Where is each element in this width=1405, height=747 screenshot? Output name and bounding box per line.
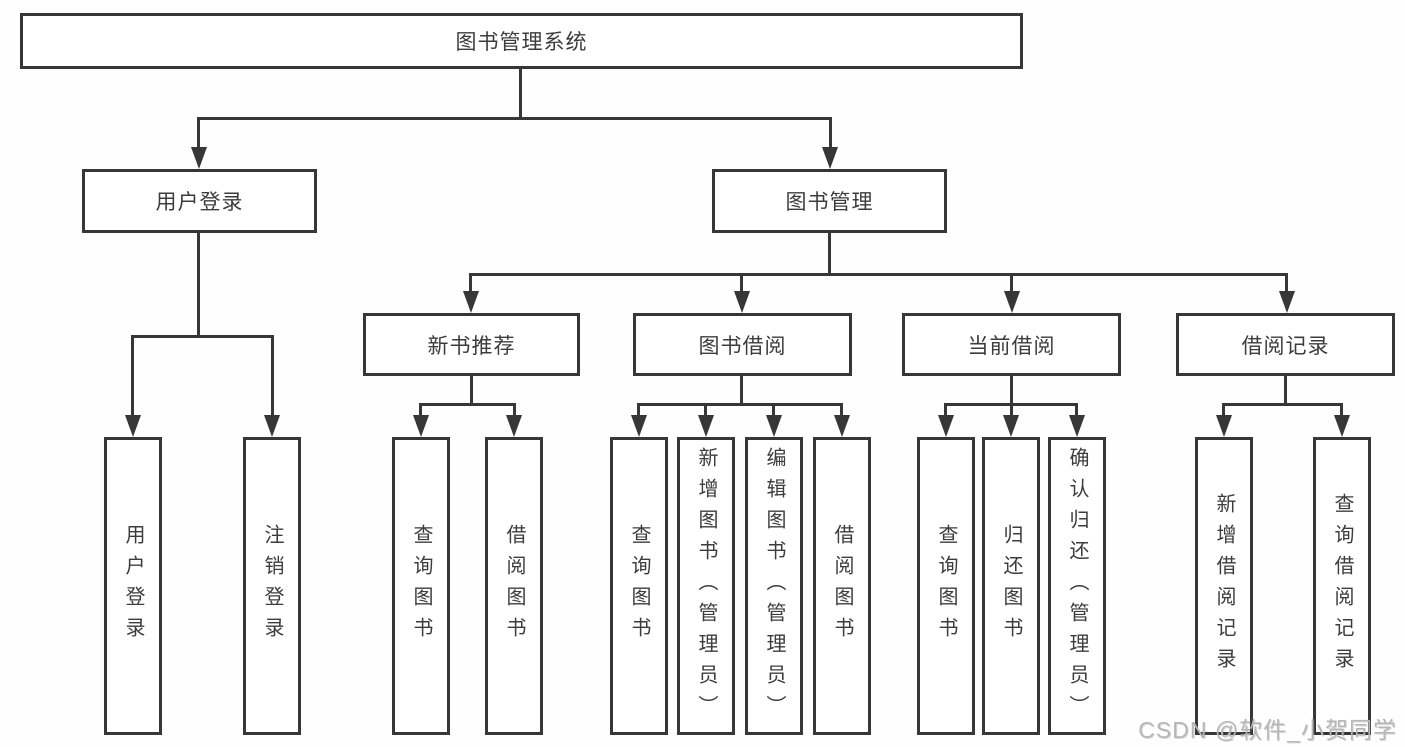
connector-line (704, 403, 707, 421)
node-label: 查询图书 (628, 524, 650, 648)
arrow-down-icon (1003, 415, 1019, 437)
node-logout: 注销登录 (243, 437, 301, 735)
node-label: 查询借阅记录 (1331, 493, 1353, 679)
connector-line (131, 335, 134, 420)
connector-line (829, 117, 832, 152)
node-label: 确认归还（管理员） (1066, 446, 1088, 726)
connector-line (197, 231, 200, 337)
connector-line (772, 403, 775, 421)
node-label: 当前借阅 (967, 334, 1056, 358)
connector-line (470, 374, 473, 406)
node-label: 编辑图书（管理员） (763, 446, 785, 726)
node-label: 新书推荐 (427, 334, 516, 358)
node-label: 图书管理 (785, 191, 874, 214)
node-label: 注销登录 (261, 524, 283, 648)
connector-line (1222, 403, 1225, 421)
node-user-login-leaf: 用户登录 (104, 437, 162, 735)
connector-line (419, 403, 516, 406)
node-query-books-rec: 查询图书 (392, 437, 450, 735)
node-query-books-borrow: 查询图书 (610, 437, 668, 735)
node-label: 用户登录 (122, 524, 144, 648)
connector-line (840, 403, 843, 421)
node-label: 借阅记录 (1241, 334, 1330, 358)
csdn-watermark: CSDN @软件_小贺同学 (1138, 717, 1397, 743)
arrow-down-icon (413, 415, 429, 437)
node-label: 查询图书 (410, 524, 432, 648)
node-add-books-admin: 新增图书（管理员） (677, 437, 735, 735)
connector-line (1340, 403, 1343, 421)
arrow-down-icon (125, 415, 141, 437)
node-book-management: 图书管理 (712, 169, 947, 233)
arrow-down-icon (1069, 415, 1085, 437)
node-borrow-books-rec: 借阅图书 (485, 437, 543, 735)
arrow-down-icon (463, 291, 479, 313)
arrow-down-icon (631, 415, 647, 437)
arrow-down-icon (191, 147, 207, 169)
connector-line (1010, 273, 1013, 298)
node-edit-books-admin: 编辑图书（管理员） (745, 437, 803, 735)
arrow-down-icon (506, 415, 522, 437)
node-label: 查询图书 (935, 524, 957, 648)
node-add-borrow-record: 新增借阅记录 (1195, 437, 1253, 735)
node-label: 用户登录 (155, 191, 244, 214)
connector-line (519, 66, 522, 120)
node-confirm-return-admin: 确认归还（管理员） (1048, 437, 1106, 735)
node-borrowing-records: 借阅记录 (1176, 313, 1395, 376)
arrow-down-icon (938, 415, 954, 437)
node-book-borrowing: 图书借阅 (633, 313, 852, 376)
connector-line (1010, 374, 1013, 406)
arrow-down-icon (1334, 415, 1350, 437)
node-user-login: 用户登录 (82, 169, 317, 233)
connector-line (1222, 403, 1342, 406)
node-current-borrowing: 当前借阅 (902, 313, 1121, 376)
arrow-down-icon (834, 415, 850, 437)
connector-line (944, 403, 947, 421)
connector-line (131, 335, 274, 338)
connector-line (1010, 403, 1013, 421)
connector-line (513, 403, 516, 421)
connector-line (1075, 403, 1078, 421)
connector-line (197, 117, 832, 120)
connector-line (419, 403, 422, 421)
connector-line (469, 273, 1288, 276)
connector-line (637, 403, 640, 421)
node-library-management-system: 图书管理系统 (20, 13, 1023, 69)
arrow-down-icon (822, 147, 838, 169)
connector-line (740, 374, 743, 406)
arrow-down-icon (766, 415, 782, 437)
node-borrow-books: 借阅图书 (813, 437, 871, 735)
arrow-down-icon (264, 415, 280, 437)
connector-line (1284, 374, 1287, 406)
connector-line (1285, 273, 1288, 298)
arrow-down-icon (1216, 415, 1232, 437)
node-label: 借阅图书 (503, 524, 525, 648)
node-label: 借阅图书 (831, 524, 853, 648)
node-label: 图书借阅 (698, 334, 787, 358)
node-new-book-recommend: 新书推荐 (363, 313, 580, 376)
node-label: 归还图书 (1000, 524, 1022, 648)
node-label: 新增图书（管理员） (695, 446, 717, 726)
arrow-down-icon (1279, 291, 1295, 313)
node-return-books: 归还图书 (982, 437, 1040, 735)
arrow-down-icon (1004, 291, 1020, 313)
connector-line (740, 273, 743, 298)
connector-line (271, 335, 274, 420)
connector-line (197, 117, 200, 152)
node-query-borrow-record: 查询借阅记录 (1313, 437, 1371, 735)
connector-line (637, 403, 843, 406)
connector-line (828, 231, 831, 276)
node-label: 新增借阅记录 (1213, 493, 1235, 679)
node-query-books-current: 查询图书 (917, 437, 975, 735)
arrow-down-icon (734, 291, 750, 313)
node-label: 图书管理系统 (455, 31, 588, 54)
connector-line (469, 273, 472, 298)
arrow-down-icon (698, 415, 714, 437)
